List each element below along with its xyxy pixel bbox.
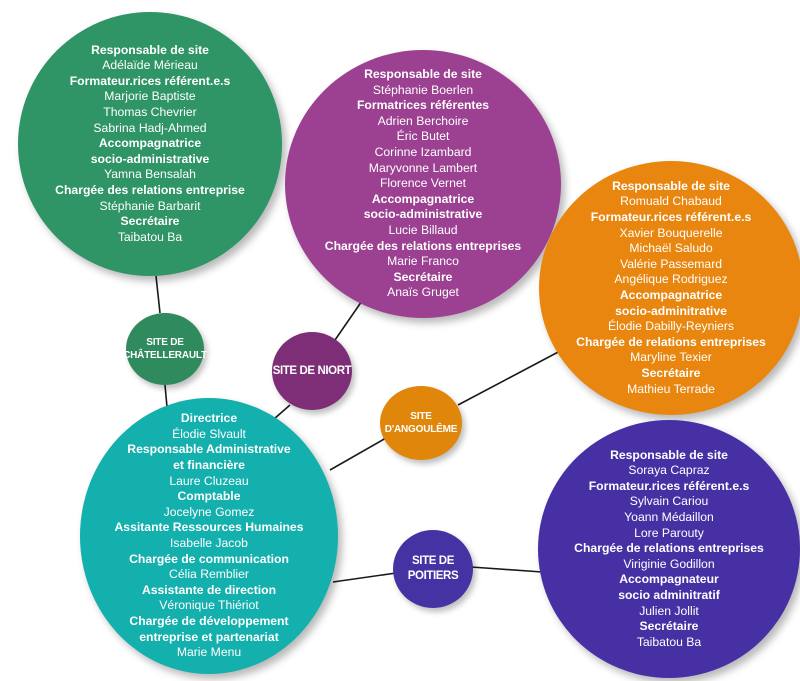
role-title: Comptable bbox=[177, 489, 241, 504]
role-title: Formateur.rices référent.e.s bbox=[590, 210, 752, 225]
person-name: Mathieu Terrade bbox=[627, 381, 715, 396]
person-name: Corinne Izambard bbox=[374, 145, 472, 160]
person-name: Valérie Passemard bbox=[619, 256, 723, 271]
role-title: Chargée de relations entreprises bbox=[574, 541, 764, 556]
role-title: socio adminitratif bbox=[618, 587, 720, 602]
site-node-poitiers: SITE DE POITIERS bbox=[393, 530, 473, 608]
role-title: Secrétaire bbox=[641, 365, 701, 380]
role-title: socio-administrative bbox=[363, 207, 483, 222]
person-name: Élodie Dabilly-Reyniers bbox=[608, 319, 734, 334]
role-title: Responsable de site bbox=[364, 67, 482, 82]
role-title: Secrétaire bbox=[639, 619, 699, 634]
person-name: Lucie Billaud bbox=[388, 222, 458, 237]
person-name: Romuald Chabaud bbox=[620, 194, 722, 209]
site-label-poitiers: SITE DE POITIERS bbox=[407, 555, 459, 582]
connector-poitiers-left bbox=[332, 572, 397, 583]
site-label-niort: SITE DE NIORT bbox=[272, 364, 352, 377]
role-title: Secrétaire bbox=[393, 269, 453, 284]
person-name: Thomas Chevrier bbox=[103, 105, 197, 120]
person-name: Marie Franco bbox=[387, 254, 459, 269]
connector-chatellerault-top bbox=[155, 275, 161, 314]
person-name: Jocelyne Gomez bbox=[163, 504, 255, 519]
role-title: Assistante de direction bbox=[141, 582, 277, 597]
person-name: Anaïs Gruget bbox=[387, 285, 459, 300]
role-title: Formateur.rices référent.e.s bbox=[69, 73, 231, 88]
role-title: Responsable de site bbox=[612, 178, 730, 193]
role-title: Accompagnatrice bbox=[619, 288, 723, 302]
role-title: Chargée des relations entreprises bbox=[324, 238, 522, 253]
connector-angouleme-bottom bbox=[329, 437, 387, 471]
person-name: Adrien Berchoire bbox=[377, 113, 469, 128]
role-title: Directrice bbox=[180, 411, 238, 426]
person-name: Lore Parouty bbox=[634, 525, 704, 540]
person-name: Isabelle Jacob bbox=[170, 536, 248, 550]
person-name: Angélique Rodriguez bbox=[614, 272, 728, 287]
role-title: Responsable de site bbox=[610, 447, 728, 462]
person-name: Xavier Bouquerelle bbox=[619, 225, 723, 240]
site-node-niort: SITE DE NIORT bbox=[272, 332, 352, 410]
connector-niort-top bbox=[334, 297, 365, 341]
person-name: Marie Menu bbox=[176, 645, 242, 660]
person-name: Laure Cluzeau bbox=[169, 473, 249, 488]
role-title: Chargée de relations entreprises bbox=[576, 334, 766, 349]
role-title: Chargée de développement bbox=[129, 613, 289, 628]
role-title: Chargée des relations entreprise bbox=[55, 182, 245, 197]
role-title: Responsable de site bbox=[91, 42, 209, 57]
person-name: Yamna Bensalah bbox=[104, 167, 196, 182]
person-name: Maryline Texier bbox=[630, 350, 712, 365]
person-name: Taibatou Ba bbox=[117, 229, 183, 244]
person-name: Véronique Thiériot bbox=[159, 598, 259, 613]
site-node-angouleme: SITE D'ANGOULÊME bbox=[380, 386, 462, 460]
person-name: Julien Jollit bbox=[639, 603, 699, 618]
person-name: Stéphanie Boerlen bbox=[372, 82, 474, 97]
person-name: Michaël Saludo bbox=[629, 241, 713, 256]
role-title: socio-adminitrative bbox=[615, 303, 727, 318]
role-title: Secrétaire bbox=[120, 214, 180, 229]
role-title: Assitante Ressources Humaines bbox=[114, 520, 304, 535]
person-name: Taibatou Ba bbox=[636, 634, 702, 649]
site-label-angouleme: SITE D'ANGOULÊME bbox=[384, 411, 458, 435]
person-name: Élodie Slvault bbox=[172, 426, 246, 441]
role-title: et financière bbox=[173, 458, 245, 473]
role-title: Formateur.rices référent.e.s bbox=[588, 478, 750, 493]
role-title: socio-administrative bbox=[90, 151, 210, 166]
person-name: Stéphanie Barbarit bbox=[99, 198, 201, 213]
person-name: Adélaïde Mérieau bbox=[102, 58, 198, 73]
person-name: Maryvonne Lambert bbox=[368, 160, 478, 175]
role-title: entreprise et partenariat bbox=[139, 629, 279, 644]
connector-angouleme-top bbox=[457, 349, 563, 406]
role-title: Chargée de communication bbox=[129, 551, 289, 566]
person-name: Viriginie Godillon bbox=[623, 556, 715, 571]
person-name: Éric Butet bbox=[396, 129, 450, 144]
person-name: Soraya Capraz bbox=[628, 463, 710, 478]
person-name: Florence Vernet bbox=[379, 176, 467, 191]
role-title: Accompagnateur bbox=[619, 572, 719, 587]
role-title: Responsable Administrative bbox=[127, 442, 291, 457]
role-title: Accompagnatrice bbox=[371, 191, 475, 206]
person-name: Sylvain Cariou bbox=[629, 494, 709, 509]
person-name: Yoann Médaillon bbox=[624, 510, 714, 525]
person-name: Marjorie Baptiste bbox=[104, 89, 196, 104]
person-name: Sabrina Hadj-Ahmed bbox=[93, 120, 207, 135]
site-node-chatellerault: SITE DE CHÂTELLERAULT bbox=[123, 313, 207, 385]
connector-poitiers-right bbox=[470, 566, 543, 573]
role-title: Accompagnatrice bbox=[98, 136, 202, 151]
site-label-chatellerault: SITE DE CHÂTELLERAULT bbox=[123, 337, 207, 361]
role-title: Formatrices référentes bbox=[356, 98, 490, 113]
person-name: Célia Remblier bbox=[169, 567, 249, 582]
